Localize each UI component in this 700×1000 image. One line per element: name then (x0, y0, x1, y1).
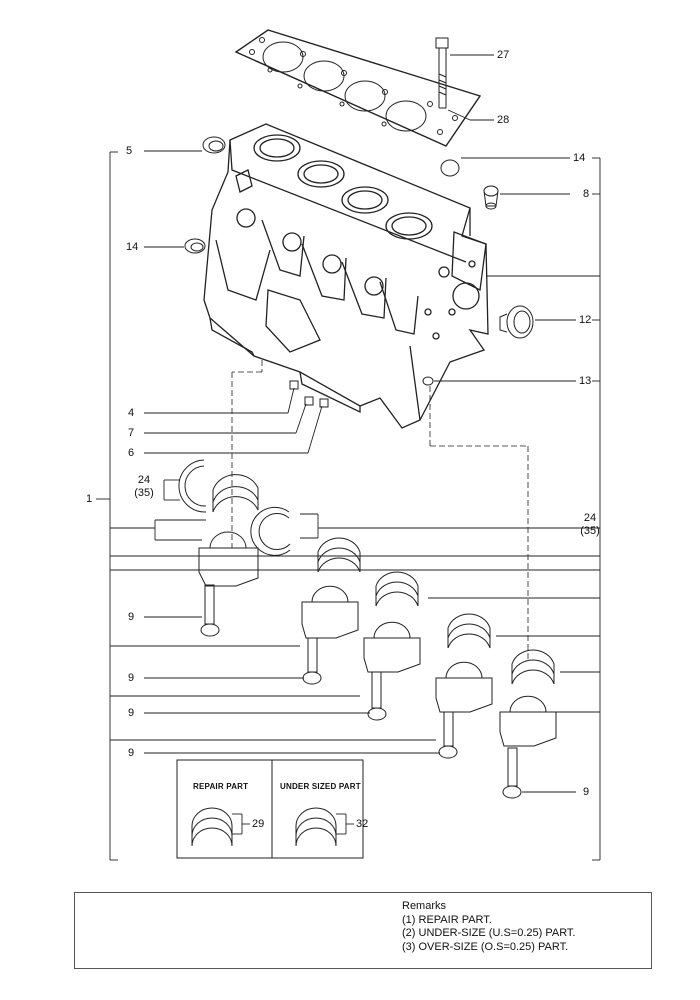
remarks-line-3: (3) OVER-SIZE (O.S=0.25) PART. (402, 940, 569, 953)
callout-24-right-alt: (35) (580, 525, 600, 537)
callout-24-right: 24 (583, 512, 597, 524)
remarks-line-1: (1) REPAIR PART. (402, 913, 492, 926)
expansion-plug-5 (202, 136, 226, 154)
inset-frame (176, 759, 364, 859)
callout-24-left-alt: (35) (134, 487, 154, 499)
callout-5: 5 (126, 145, 133, 157)
expansion-plug-14-left (184, 238, 206, 254)
remarks-line-2: (2) UNDER-SIZE (U.S=0.25) PART. (402, 927, 576, 939)
callout-1: 1 (86, 493, 93, 505)
callout-9-b: 9 (128, 672, 135, 684)
repair-part-title: REPAIR PART (193, 782, 249, 791)
remarks: Remarks (1) REPAIR PART. (2) UNDER-SIZE … (402, 900, 576, 954)
thrust-washer-right (250, 506, 291, 556)
callout-14-left: 14 (126, 241, 139, 253)
callout-4: 4 (128, 407, 135, 419)
callout-24-left: 24 (137, 474, 151, 486)
head-bolt (435, 37, 449, 109)
dowel-13 (422, 376, 434, 386)
expansion-plug-14-right (440, 159, 460, 177)
callout-9-c: 9 (128, 707, 135, 719)
center-lines (231, 360, 529, 660)
callout-9-a: 9 (128, 611, 135, 623)
callout-13: 13 (579, 375, 592, 387)
remarks-box: Remarks (1) REPAIR PART. (2) UNDER-SIZE … (74, 892, 652, 969)
remarks-title: Remarks (402, 900, 447, 912)
leader-lines (96, 54, 601, 861)
callout-12: 12 (579, 314, 592, 326)
main-bearing-upper (212, 474, 555, 685)
callout-7: 7 (128, 427, 135, 439)
cylinder-block (203, 123, 489, 429)
cap-bolts (200, 584, 522, 799)
head-gasket (234, 29, 482, 147)
callout-8: 8 (583, 188, 590, 200)
callout-27: 27 (497, 49, 510, 61)
under-sized-part-title: UNDER SIZED PART (280, 782, 361, 791)
bearing-caps (198, 531, 557, 747)
callout-6: 6 (128, 447, 135, 459)
thrust-washer-left (178, 459, 207, 513)
callout-29: 29 (252, 818, 265, 830)
callout-9-e: 9 (583, 786, 590, 798)
callout-14-right: 14 (573, 152, 586, 164)
callout-9-d: 9 (128, 747, 135, 759)
oil-seal-12 (499, 305, 534, 339)
callout-28: 28 (497, 114, 510, 126)
plug-8 (483, 185, 499, 210)
callout-32: 32 (356, 818, 369, 830)
